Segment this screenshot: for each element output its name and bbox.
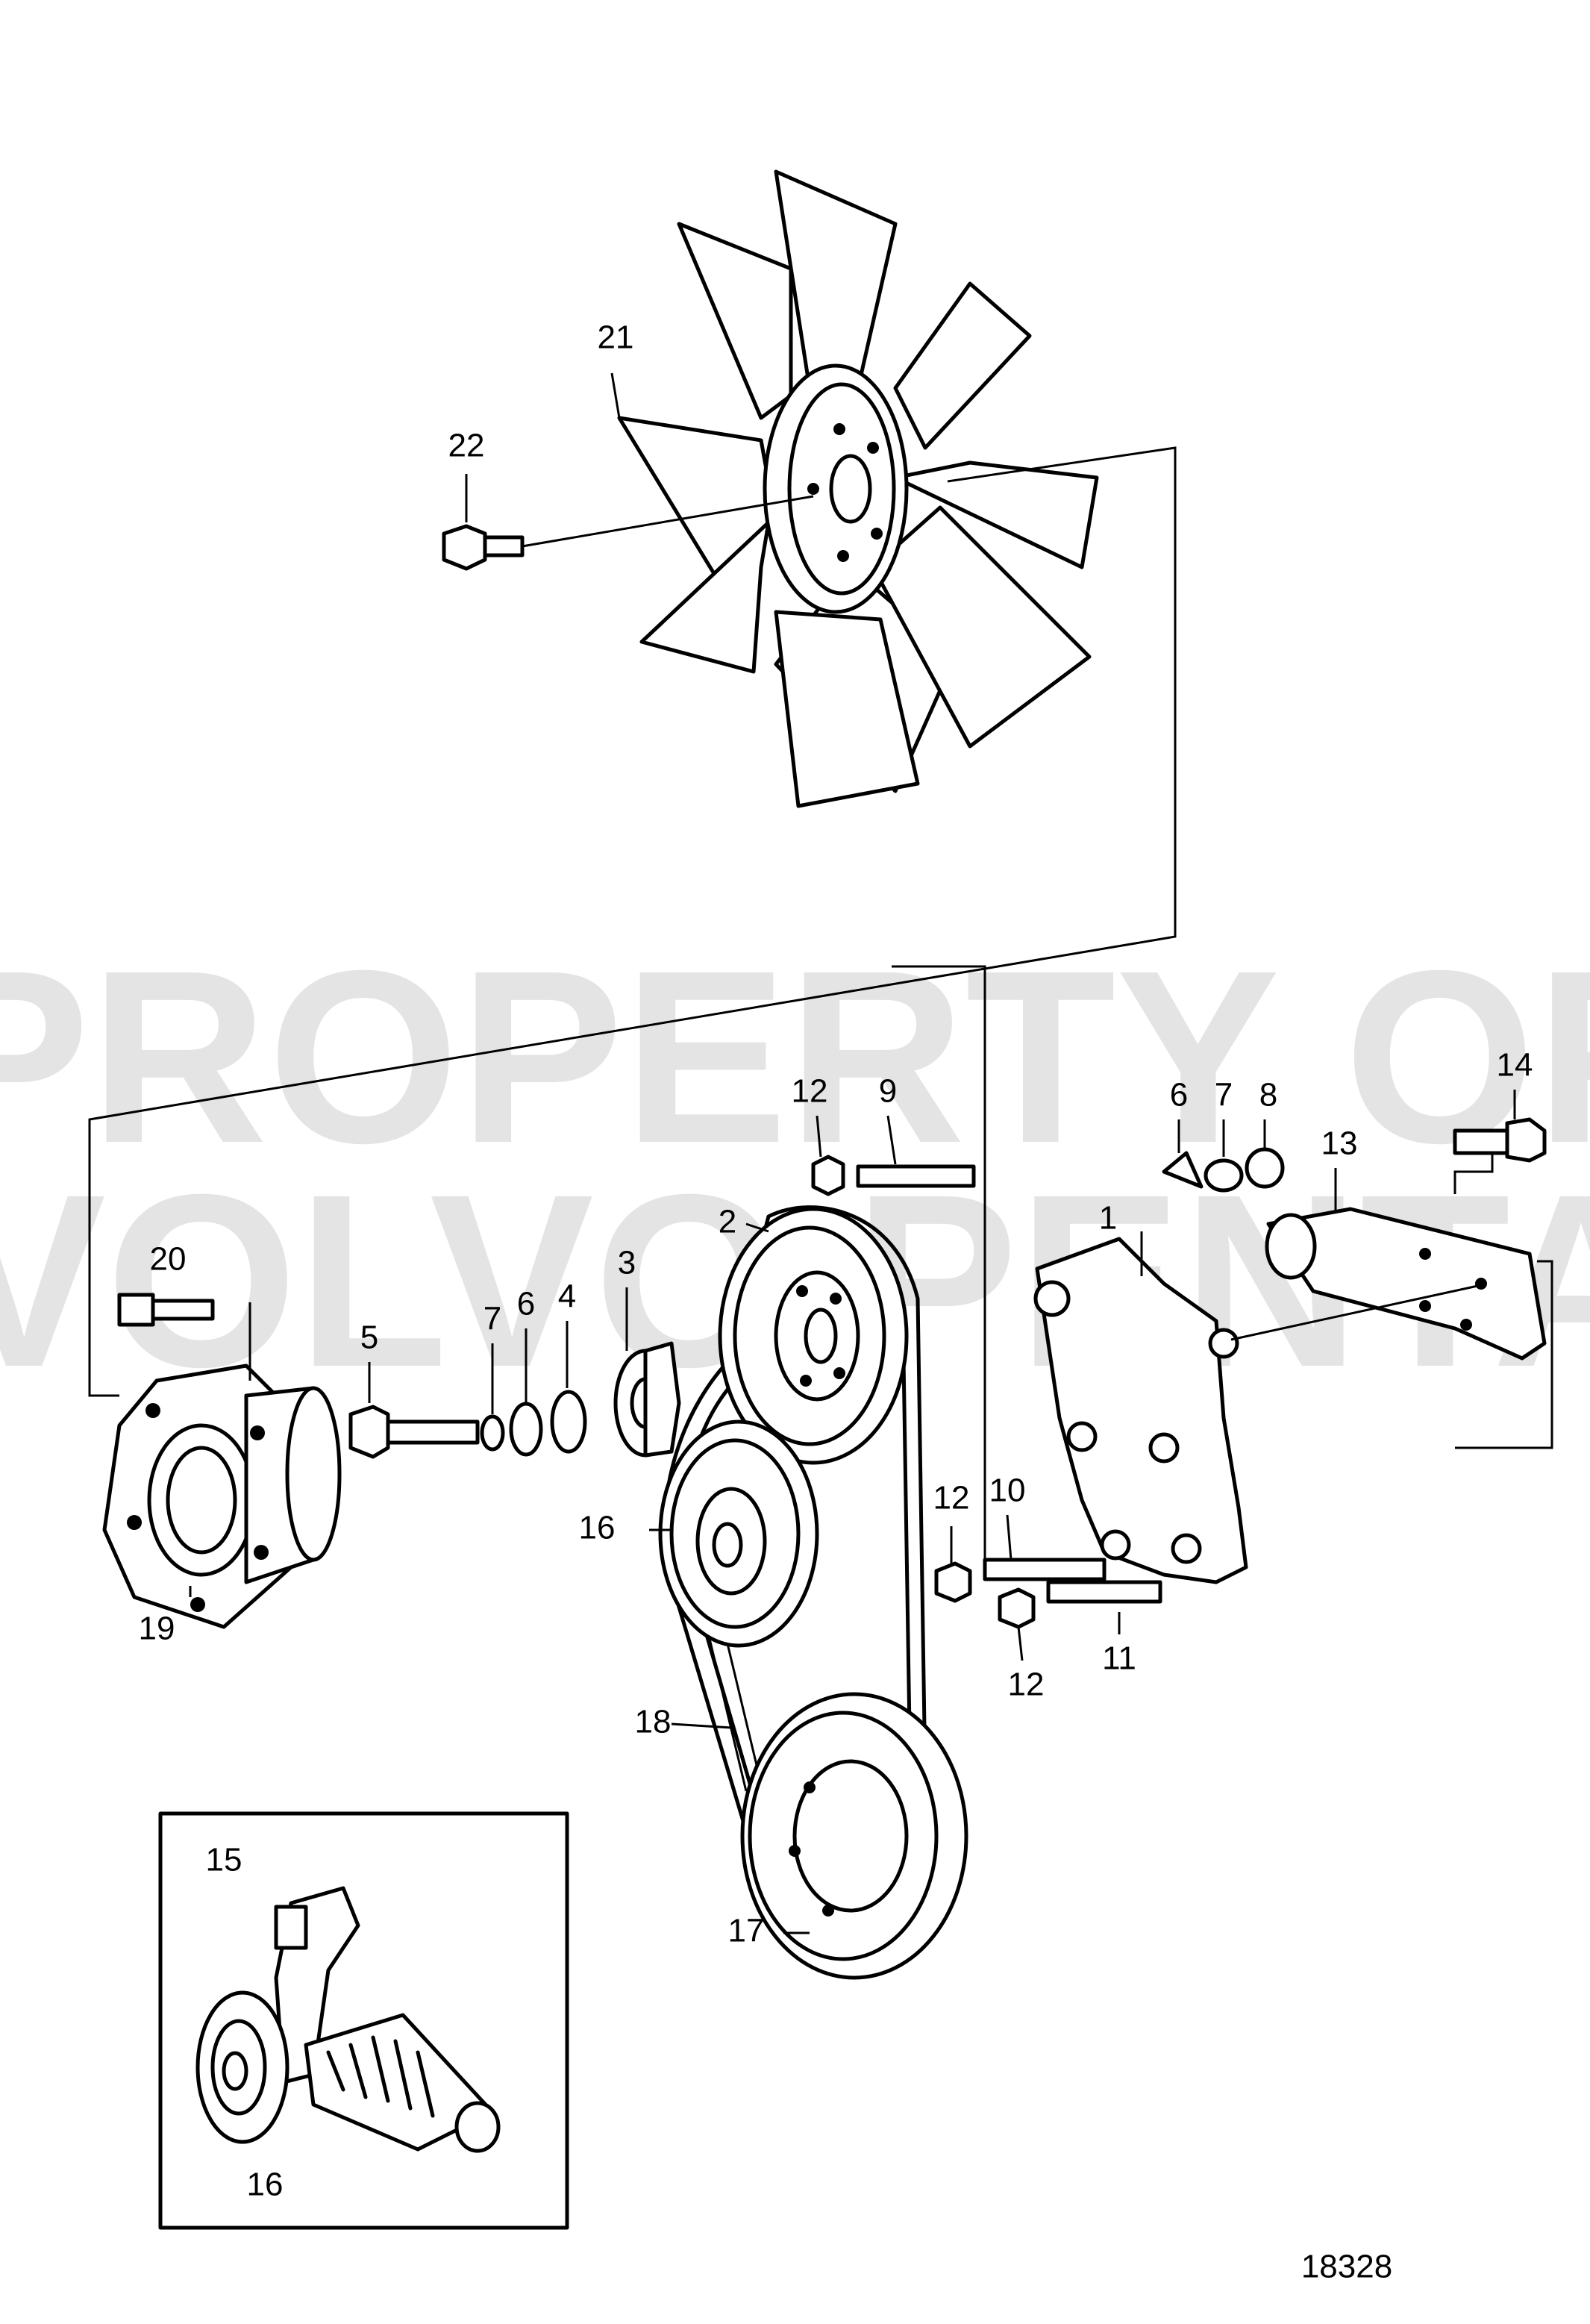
drawing-number: 18328	[1301, 2249, 1392, 2285]
callout-17: 17	[728, 1913, 765, 1949]
hub	[102, 1302, 342, 1629]
callout-8: 8	[1259, 1077, 1277, 1113]
cooling-fan	[617, 169, 1099, 808]
callout-20: 20	[150, 1241, 187, 1278]
callout-6a: 6	[517, 1286, 535, 1322]
callout-1: 1	[1099, 1200, 1117, 1237]
support-plate	[1230, 1207, 1547, 1361]
callout-5: 5	[360, 1319, 378, 1356]
callout-18: 18	[635, 1704, 672, 1740]
plate-bolt	[1453, 1117, 1547, 1194]
callout-2: 2	[719, 1204, 736, 1240]
callout-16b: 16	[247, 2167, 284, 2203]
watermark-line-1: PROPERTY OF	[0, 919, 1590, 1194]
callout-16a: 16	[579, 1510, 616, 1546]
fan-bolt	[442, 495, 814, 571]
callout-10: 10	[989, 1472, 1026, 1509]
callout-22: 22	[448, 428, 485, 464]
callout-19: 19	[139, 1611, 175, 1647]
washer-stack-right	[1162, 1147, 1285, 1193]
callout-12c: 12	[1008, 1667, 1045, 1703]
middle-pulley	[658, 1419, 819, 1648]
callout-9: 9	[879, 1073, 897, 1110]
hub-bolt	[117, 1293, 215, 1327]
upper-pulley	[718, 1207, 909, 1465]
alternator-bracket	[1033, 1231, 1248, 1584]
callout-12a: 12	[792, 1073, 828, 1110]
crank-pulley	[740, 1692, 968, 1980]
callout-13: 13	[1321, 1125, 1358, 1162]
callout-3: 3	[618, 1245, 636, 1281]
callout-leaders	[189, 372, 1516, 1934]
callout-7b: 7	[1215, 1077, 1233, 1113]
callout-labels: 1 2 3 4 5 6 6 7 7 8 9 10 11 12 12 12 13 …	[139, 319, 1533, 2203]
tensioner-bolt-stack	[348, 1341, 681, 1459]
callout-6b: 6	[1170, 1077, 1188, 1113]
callout-15: 15	[206, 1842, 242, 1878]
callout-12b: 12	[933, 1480, 970, 1516]
callout-7a: 7	[483, 1301, 501, 1337]
callout-4: 4	[558, 1278, 576, 1315]
stud-assembly-top	[811, 1155, 976, 1196]
stud-assembly-lower	[934, 1558, 1162, 1629]
callout-11: 11	[1102, 1640, 1136, 1677]
callout-21: 21	[598, 319, 634, 356]
callout-14: 14	[1497, 1047, 1533, 1084]
tensioner-inset	[158, 1811, 569, 2230]
